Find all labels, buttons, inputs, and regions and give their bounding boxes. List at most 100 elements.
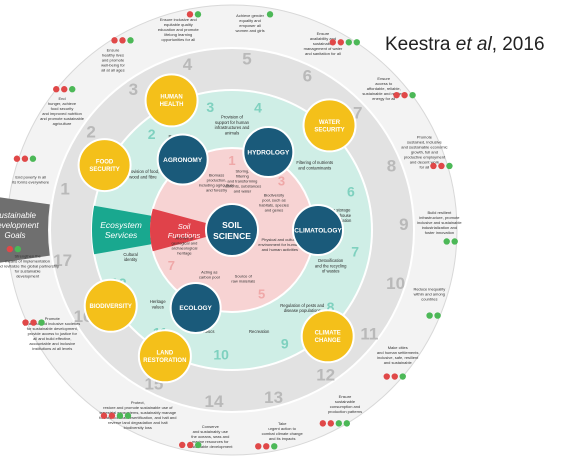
- sdg-description: inclusive, safe, resilient: [377, 355, 419, 360]
- soil-function-text: Biomass: [209, 172, 224, 177]
- ecosystem-service-text: Cultural: [123, 252, 137, 257]
- sdg-description: and promote: [102, 57, 125, 62]
- sdg-link-badge: [438, 162, 445, 170]
- connection-circle: [137, 329, 192, 384]
- sdg-link-badge: [319, 420, 327, 427]
- sdg-description: opportunities for all: [161, 37, 195, 42]
- sdg-description: energy for all: [372, 96, 395, 101]
- connection-label: WATER: [319, 120, 341, 126]
- connection-label: HEALTH: [160, 102, 184, 108]
- sdg-link-badge: [195, 441, 202, 449]
- connection-label: LAND: [157, 351, 174, 357]
- sdg-link-badge: [327, 420, 335, 427]
- sdg-description: and revitalize the global partnership: [0, 263, 60, 268]
- sdg-link-badge: [271, 443, 278, 450]
- sdg-link-badge: [337, 39, 344, 46]
- sdg-description: Make cities: [388, 345, 408, 350]
- discipline-circle: [156, 133, 209, 186]
- sdg-description: accountable and inclusive: [29, 341, 76, 346]
- connection-label: HUMAN: [160, 95, 182, 101]
- ecosystem-service-text: animals: [225, 130, 239, 135]
- sdg-link-badge: [38, 319, 45, 326]
- sdg-description: education and promote: [158, 27, 200, 32]
- ecosystem-services-wedge: [91, 205, 152, 255]
- sdg-description: Achieve gender: [236, 13, 264, 18]
- sdg-description: and decent work: [410, 160, 439, 165]
- sdg-description: Strengthen the: [15, 253, 42, 258]
- sdg-description: inclusive and sustainable: [417, 220, 462, 225]
- sdg-description: biodiversity loss: [124, 425, 152, 430]
- soil-function-text: carbon pool: [199, 274, 220, 279]
- ecosystem-service-text: Filtering of nutrients: [296, 160, 333, 165]
- sdg-description: hunger, achieve: [48, 101, 77, 106]
- sdg-link-badge: [426, 312, 433, 319]
- connection-circle: [302, 98, 357, 153]
- ecosystem-service-text: Provision of: [221, 115, 244, 120]
- connection-circle: [144, 73, 199, 128]
- sdg-description: healthy lives: [102, 52, 124, 57]
- connection-label: CHANGE: [315, 338, 341, 344]
- ecosystem-service-text: infrastructures and: [215, 125, 250, 130]
- sdg-link-badge: [21, 155, 29, 162]
- sdg-goals-wedge: [0, 197, 50, 263]
- sdg-description: availability and: [310, 36, 336, 41]
- sdg-description: restore and promote sustainable use of: [103, 405, 173, 410]
- soil-function-text: pool, such as: [262, 198, 286, 203]
- sdg-link-badge: [69, 86, 76, 93]
- ecosystem-service-text: wood and fibre: [129, 174, 157, 179]
- sdg-description: agriculture: [53, 121, 72, 126]
- sdg-description: marine resources for: [192, 439, 229, 444]
- sdg-description: terrestrial ecosystems, sustainably mana…: [99, 410, 176, 415]
- soil-function-text: production,: [207, 177, 227, 182]
- discipline-label: AGRONOMY: [163, 157, 203, 164]
- sdg-description: Ensure: [339, 394, 352, 399]
- sdg-description: countries: [421, 297, 437, 302]
- sdg-link-badge: [451, 238, 458, 245]
- sdg-link-badge: [430, 162, 437, 170]
- sdg-description: all at all ages: [101, 67, 124, 72]
- citation-authors: Keestra: [385, 34, 456, 55]
- sdg-link-badge: [186, 11, 194, 18]
- sdg-link-badge: [30, 319, 37, 326]
- ecosystem-service-text: disease populations: [284, 308, 321, 313]
- soil-function-text: filtering: [236, 173, 249, 178]
- discipline-label: ECOLOGY: [179, 305, 212, 312]
- soil-function-text: and transforming: [227, 178, 257, 183]
- sdg-description: food security: [51, 106, 74, 111]
- sdg-description: Ensure: [377, 76, 390, 81]
- sdg-description: Ensure: [107, 47, 120, 52]
- sdg-number: 2: [86, 122, 95, 141]
- sdg-description: Protect,: [131, 400, 145, 405]
- soil-function-text: Archive of: [176, 235, 195, 240]
- sdg-description: and sustainable economic: [401, 145, 447, 150]
- connection-circle: [77, 138, 132, 193]
- sdg-link-badge: [108, 412, 116, 419]
- sdg-description: equality and: [239, 18, 261, 23]
- ecosystem-service-text: and contaminants: [298, 165, 331, 170]
- connection-label: BIODIVERSITY: [90, 304, 132, 310]
- sdg-number: 9: [399, 215, 408, 234]
- sdg-description: and sustainable: [384, 360, 413, 365]
- soil-function-text: geological and: [172, 240, 198, 245]
- sdg-link-badge: [399, 373, 406, 380]
- sdg-number: 14: [205, 392, 224, 411]
- sdg-description: Reduce inequality: [413, 287, 445, 292]
- soil-functions-label: Functions: [168, 231, 201, 240]
- sdg-link-badge: [29, 155, 37, 162]
- sdg-description: and human settlements: [377, 350, 419, 355]
- ecosystem-service-text: Heritage: [150, 299, 166, 304]
- connection-circle: [83, 278, 138, 333]
- sdg-description: Promote: [45, 316, 61, 321]
- discipline-label: CLIMATOLOGY: [294, 227, 342, 234]
- soil-function-text: Source of: [235, 274, 253, 279]
- soil-function-number: 5: [258, 286, 265, 301]
- sdg-description: within and among: [414, 292, 445, 297]
- sdg-description: sustained, inclusive: [407, 140, 442, 145]
- center-line-1: SOIL: [222, 220, 242, 230]
- soil-functions-wedge: [150, 208, 207, 252]
- ecosystem-services-label: Ecosystem: [100, 220, 142, 230]
- sdg-description: equitable quality: [164, 22, 193, 27]
- sdg-description: sustainable and modern: [362, 91, 405, 96]
- sdg-link-badge: [119, 37, 126, 44]
